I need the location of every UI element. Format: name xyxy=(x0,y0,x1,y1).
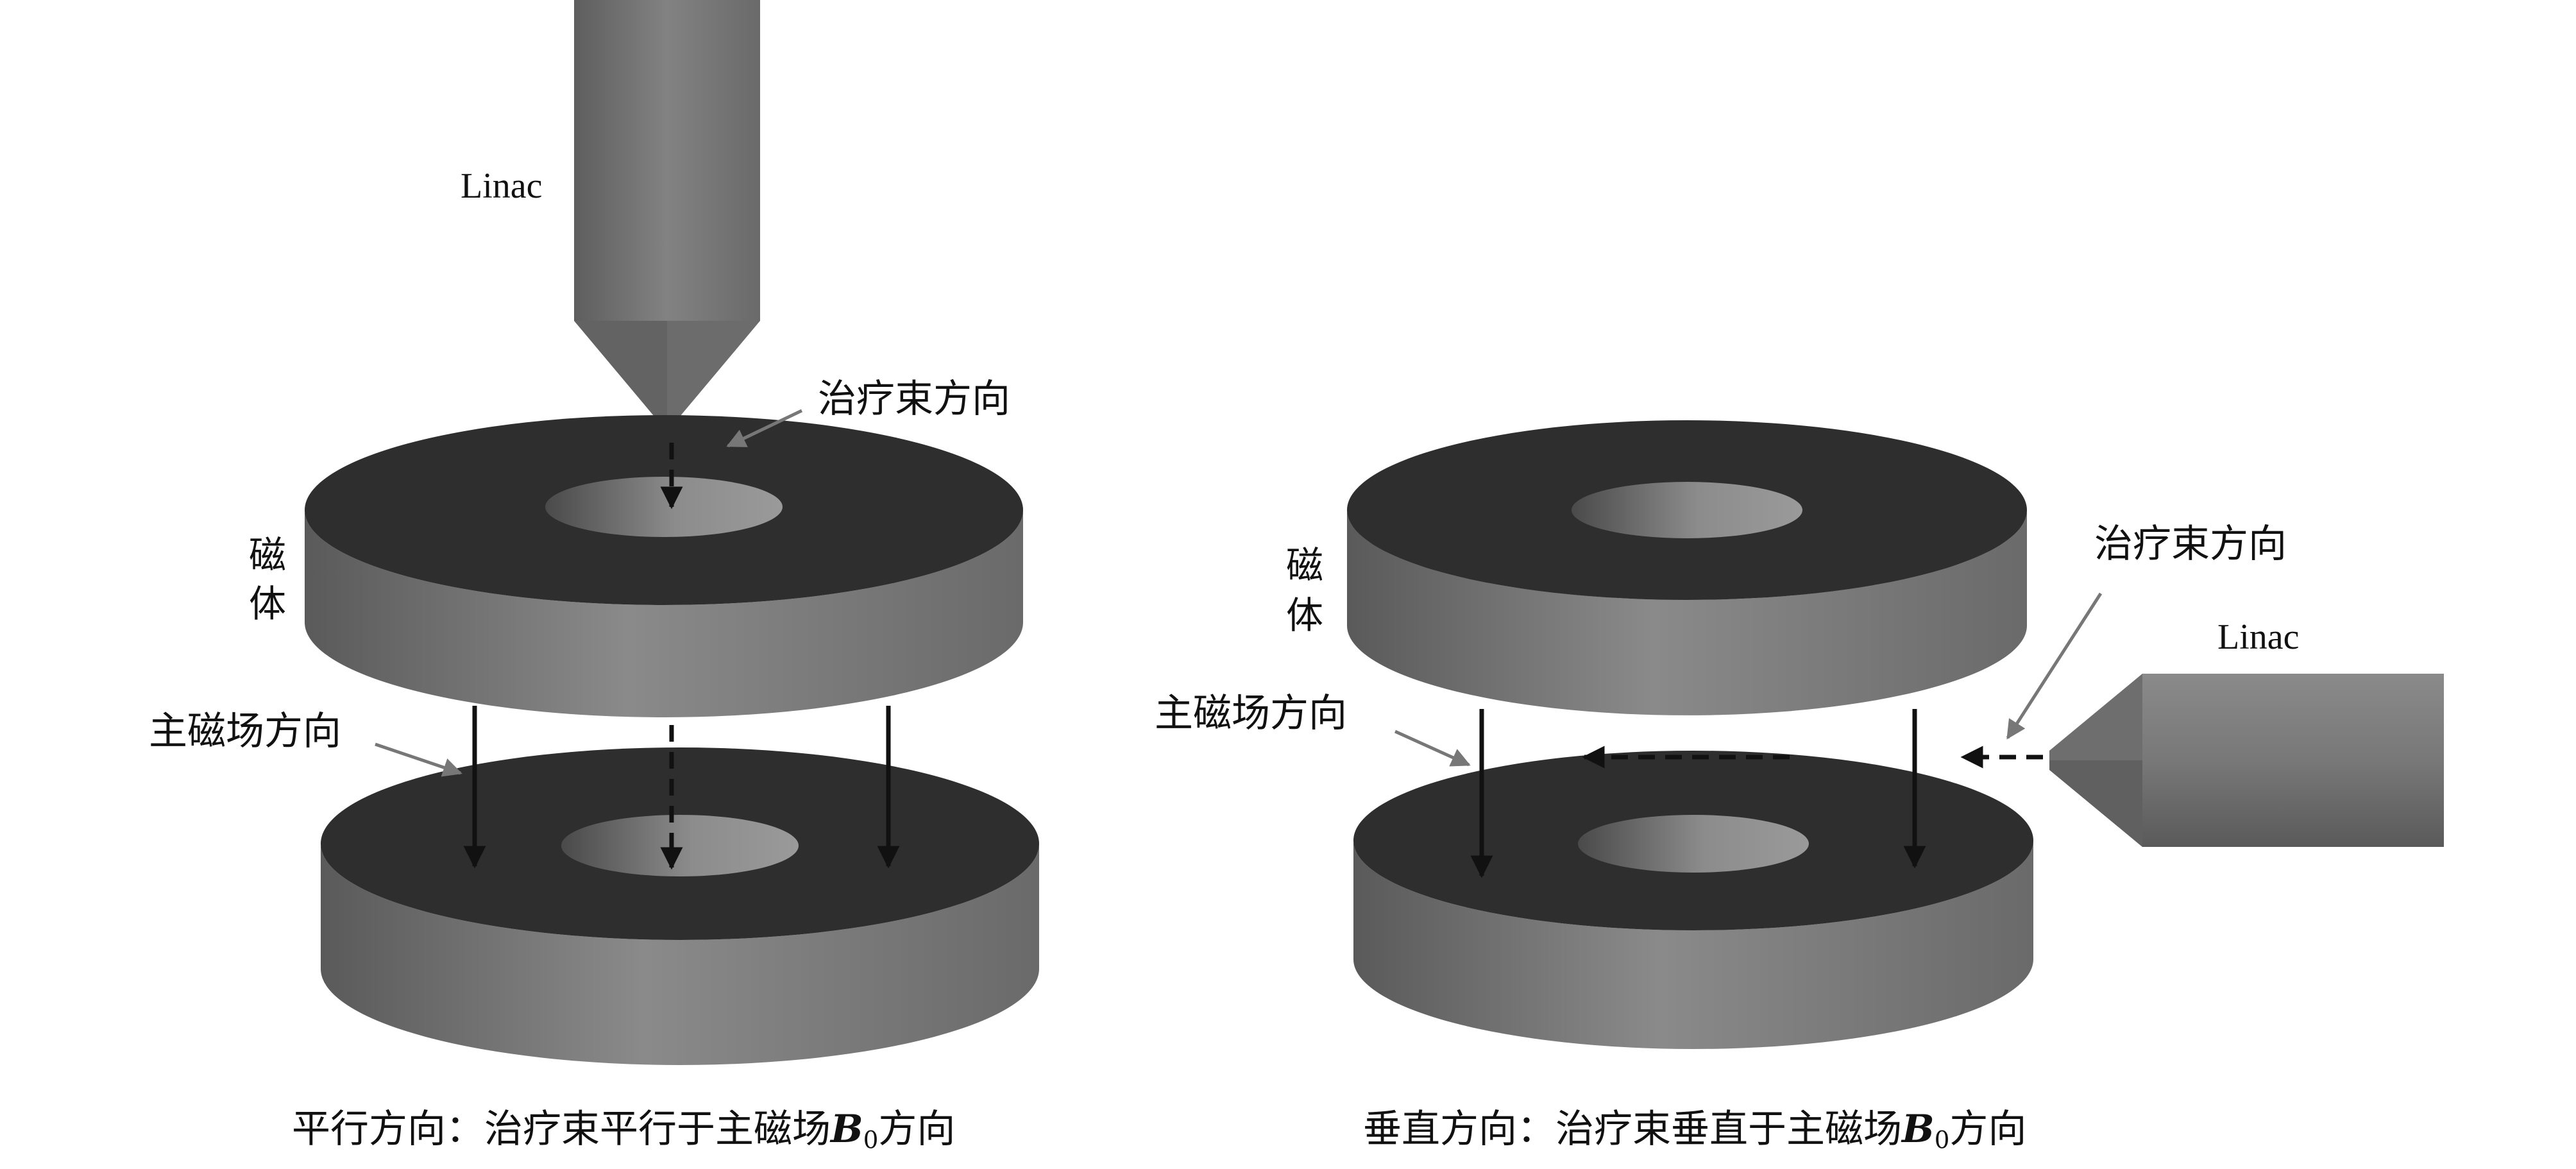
left-caption-prefix: 平行方向：治疗束平行于主磁场 xyxy=(292,1107,831,1152)
left-upper-magnet-ring xyxy=(305,415,1023,717)
right-field-pointer xyxy=(1394,730,1471,767)
right-linac-label: Linac xyxy=(2217,617,2300,657)
left-magnet-label-char-2: 体 xyxy=(249,582,287,626)
left-magnet-label-char-1: 磁 xyxy=(249,533,287,577)
right-beam-direction-label: 治疗束方向 xyxy=(2094,522,2287,567)
right-magnet-label-char-1: 磁 xyxy=(1286,543,1324,587)
left-caption-suffix: 方向 xyxy=(878,1107,956,1152)
right-field-direction-label: 主磁场方向 xyxy=(1155,691,1347,736)
left-beam-pointer xyxy=(726,409,803,448)
right-caption-prefix: 垂直方向：治疗束垂直于主磁场 xyxy=(1363,1107,1902,1152)
left-beam-direction-label: 治疗束方向 xyxy=(818,377,1010,422)
left-panel xyxy=(305,0,1039,1065)
right-caption-symbol: B xyxy=(1902,1107,1935,1152)
right-panel xyxy=(1347,420,2444,1049)
left-linac-label: Linac xyxy=(461,166,543,206)
left-caption-subscript: 0 xyxy=(863,1125,879,1154)
right-linac xyxy=(2049,674,2444,847)
right-magnet-label-char-2: 体 xyxy=(1286,593,1324,637)
left-caption: 平行方向：治疗束平行于主磁场B0方向 xyxy=(292,1110,955,1152)
left-field-pointer xyxy=(375,742,462,777)
left-field-direction-label: 主磁场方向 xyxy=(149,709,341,754)
left-linac xyxy=(574,0,760,420)
right-beam-pointer xyxy=(2006,592,2103,740)
right-lower-magnet-ring xyxy=(1353,751,2033,1049)
right-caption: 垂直方向：治疗束垂直于主磁场B0方向 xyxy=(1363,1110,2026,1152)
right-caption-suffix: 方向 xyxy=(1949,1107,2027,1152)
left-caption-symbol: B xyxy=(831,1107,863,1152)
right-caption-subscript: 0 xyxy=(1934,1125,1950,1154)
left-lower-magnet-ring xyxy=(321,747,1039,1065)
right-upper-magnet-ring xyxy=(1347,420,2027,715)
